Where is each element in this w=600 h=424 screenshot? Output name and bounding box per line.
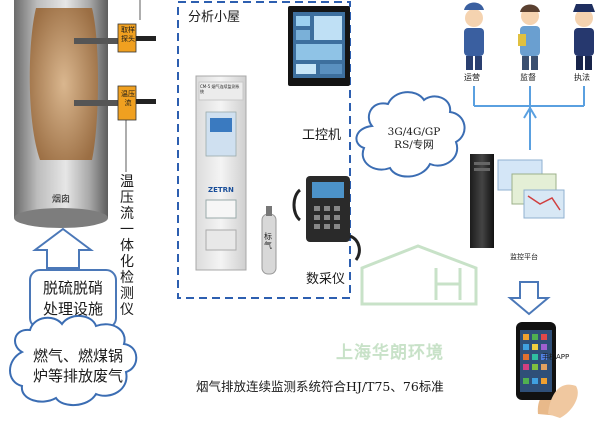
down-arrow-icon (510, 282, 548, 314)
mobile-phone (516, 322, 578, 418)
up-arrow-icon (35, 229, 91, 268)
user-operations-icon (464, 3, 484, 71)
analyzer-cabinet-label: CM-5 烟气连续监测系统 (200, 84, 240, 94)
user-enforcement-label: 执法 (574, 72, 590, 83)
user-connector (474, 86, 584, 150)
emission-source-label: 燃气、燃煤锅炉等排放废气 (30, 346, 126, 386)
desulfurization-label: 脱硫脱硝处理设施 (36, 278, 110, 320)
sampling-probe-label: 取样探头 (120, 26, 136, 44)
analyzer-cabinet (196, 76, 246, 270)
network-label-line-1: 3G/4G/GP (376, 126, 452, 139)
network-label: 3G/4G/GP RS/专网 (376, 126, 452, 152)
analysis-room-title: 分析小屋 (188, 6, 240, 25)
stack-label: 烟囱 (52, 192, 70, 205)
user-supervision-label: 监督 (520, 72, 536, 83)
network-label-line-2: RS/专网 (376, 139, 452, 152)
watermark-text: 上海华朗环境 (336, 338, 444, 363)
watermark-logo (362, 246, 476, 304)
user-enforcement-icon (573, 4, 595, 70)
gas-cylinder-label: 标气 (264, 232, 274, 250)
monitoring-platform-computer (470, 154, 564, 248)
user-supervision-icon (518, 5, 540, 71)
data-logger-label: 数采仪 (306, 268, 345, 287)
industrial-pc (288, 6, 350, 86)
mobile-app-label: 手机APP (542, 352, 569, 362)
industrial-pc-label: 工控机 (302, 124, 341, 143)
temp-pressure-flow-label: 温压流 (120, 90, 136, 108)
user-operations-label: 运营 (464, 72, 480, 83)
footer-caption: 烟气排放连续监测系统符合HJ/T75、76标准 (196, 376, 444, 395)
integrated-meter-label: 温压流一体化检测仪 (118, 174, 136, 318)
monitoring-platform-label: 监控平台 (510, 252, 538, 262)
analyzer-brand: ZETRN (208, 186, 234, 194)
